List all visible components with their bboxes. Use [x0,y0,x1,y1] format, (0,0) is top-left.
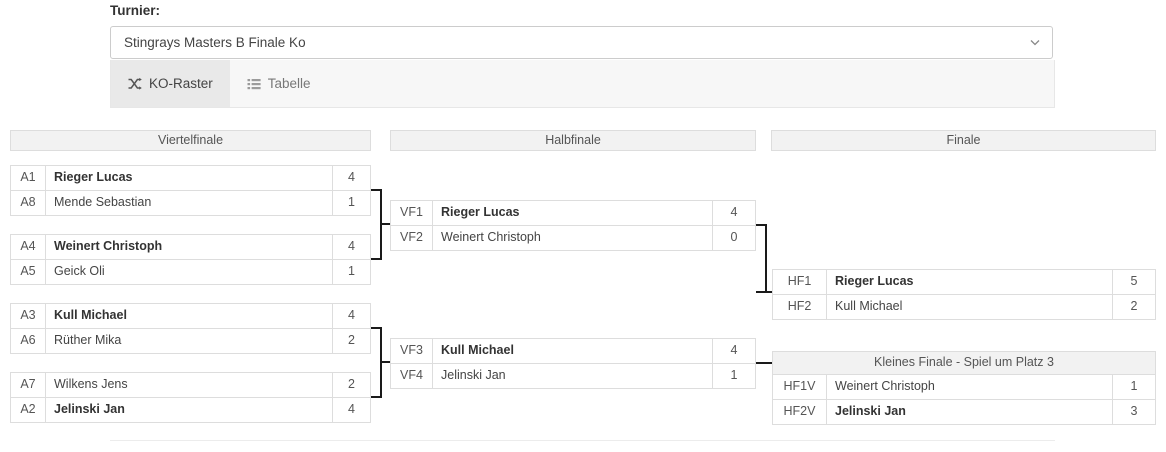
table-row[interactable]: VF4 Jelinski Jan 1 [391,363,755,388]
score: 4 [332,304,370,328]
table-row[interactable]: A2 Jelinski Jan 4 [11,397,370,422]
seed: HF1 [773,270,827,294]
player-name: Weinert Christoph [54,239,163,253]
tournament-select-value: Stingrays Masters B Finale Ko [124,35,306,50]
match-third-place[interactable]: Kleines Finale - Spiel um Platz 3 HF1V W… [772,351,1156,425]
seed: A5 [11,260,46,284]
connector-sf1-out [756,224,767,226]
round-header-halbfinale: Halbfinale [390,130,756,151]
score: 2 [1112,295,1155,319]
tournament-label: Turnier: [110,3,160,18]
score: 4 [712,201,755,225]
match-qf1[interactable]: A1 Rieger Lucas 4 A8 Mende Sebastian 1 [10,165,371,216]
player-name: Weinert Christoph [441,230,541,244]
player-name: Mende Sebastian [54,195,152,209]
tab-tabelle[interactable]: Tabelle [230,60,328,107]
seed: VF2 [391,226,433,250]
seed: A3 [11,304,46,328]
seed: A1 [11,166,46,190]
table-row[interactable]: A4 Weinert Christoph 4 [11,235,370,259]
list-icon [247,77,261,91]
seed: A4 [11,235,46,259]
table-row[interactable]: A6 Rüther Mika 2 [11,328,370,353]
table-row[interactable]: HF2V Jelinski Jan 3 [773,399,1155,424]
player-name: Rieger Lucas [54,170,133,184]
score: 4 [332,398,370,422]
player-name: Kull Michael [54,308,127,322]
connector-sf2-out [756,362,772,364]
tab-ko-raster-label: KO-Raster [149,76,213,91]
score: 4 [332,235,370,259]
chevron-down-icon [1030,37,1040,47]
player-name: Jelinski Jan [441,368,506,382]
tab-ko-raster[interactable]: KO-Raster [111,60,230,107]
match-sf2[interactable]: VF3 Kull Michael 4 VF4 Jelinski Jan 1 [390,338,756,389]
player-name: Rieger Lucas [441,205,520,219]
score: 1 [332,191,370,215]
player-name: Jelinski Jan [835,404,906,418]
match-qf2[interactable]: A4 Weinert Christoph 4 A5 Geick Oli 1 [10,234,371,285]
seed: A7 [11,373,46,397]
table-row[interactable]: HF2 Kull Michael 2 [773,294,1155,319]
table-row[interactable]: A5 Geick Oli 1 [11,259,370,284]
score: 1 [332,260,370,284]
table-row[interactable]: VF3 Kull Michael 4 [391,339,755,363]
seed: HF1V [773,375,827,399]
connector-sf2-in [380,361,391,363]
score: 0 [712,226,755,250]
match-sf1[interactable]: VF1 Rieger Lucas 4 VF2 Weinert Christoph… [390,200,756,251]
seed: A6 [11,329,46,353]
score: 3 [1112,400,1155,424]
connector-qf3-out [371,327,382,329]
score: 5 [1112,270,1155,294]
player-name: Rieger Lucas [835,274,914,288]
table-row[interactable]: VF2 Weinert Christoph 0 [391,225,755,250]
table-row[interactable]: VF1 Rieger Lucas 4 [391,201,755,225]
third-place-title: Kleines Finale - Spiel um Platz 3 [773,352,1155,375]
seed: VF3 [391,339,433,363]
match-qf3[interactable]: A3 Kull Michael 4 A6 Rüther Mika 2 [10,303,371,354]
round-header-viertelfinale: Viertelfinale [10,130,371,151]
seed: VF4 [391,364,433,388]
match-qf4[interactable]: A7 Wilkens Jens 2 A2 Jelinski Jan 4 [10,372,371,423]
score: 1 [1112,375,1155,399]
score: 4 [332,166,370,190]
tournament-select[interactable]: Stingrays Masters B Finale Ko [110,26,1053,59]
bottom-divider [110,440,1055,441]
score: 2 [332,329,370,353]
player-name: Jelinski Jan [54,402,125,416]
connector-sf1-in [380,223,391,225]
seed: HF2V [773,400,827,424]
table-row[interactable]: A7 Wilkens Jens 2 [11,373,370,397]
table-row[interactable]: A1 Rieger Lucas 4 [11,166,370,190]
table-row[interactable]: A3 Kull Michael 4 [11,304,370,328]
connector-qf1-out [371,189,382,191]
player-name: Weinert Christoph [835,379,935,393]
seed: A2 [11,398,46,422]
player-name: Geick Oli [54,264,105,278]
player-name: Rüther Mika [54,333,122,347]
player-name: Kull Michael [441,343,514,357]
seed: HF2 [773,295,827,319]
tab-tabelle-label: Tabelle [267,76,311,91]
player-name: Wilkens Jens [54,377,128,391]
connector-final-in [756,291,772,293]
seed: A8 [11,191,46,215]
match-final[interactable]: HF1 Rieger Lucas 5 HF2 Kull Michael 2 [772,269,1156,320]
score: 2 [332,373,370,397]
shuffle-icon [128,77,142,91]
connector-qf2-out [371,258,382,260]
score: 4 [712,339,755,363]
seed: VF1 [391,201,433,225]
score: 1 [712,364,755,388]
player-name: Kull Michael [835,299,903,313]
table-row[interactable]: HF1 Rieger Lucas 5 [773,270,1155,294]
connector-sf-final-vertical [765,224,767,293]
view-tab-bar: KO-Raster Tabelle [110,60,1055,108]
table-row[interactable]: A8 Mende Sebastian 1 [11,190,370,215]
tournament-form: Turnier: Stingrays Masters B Finale Ko [110,0,1055,59]
round-header-finale: Finale [771,130,1156,151]
table-row[interactable]: HF1V Weinert Christoph 1 [773,375,1155,399]
connector-qf4-out [371,396,382,398]
